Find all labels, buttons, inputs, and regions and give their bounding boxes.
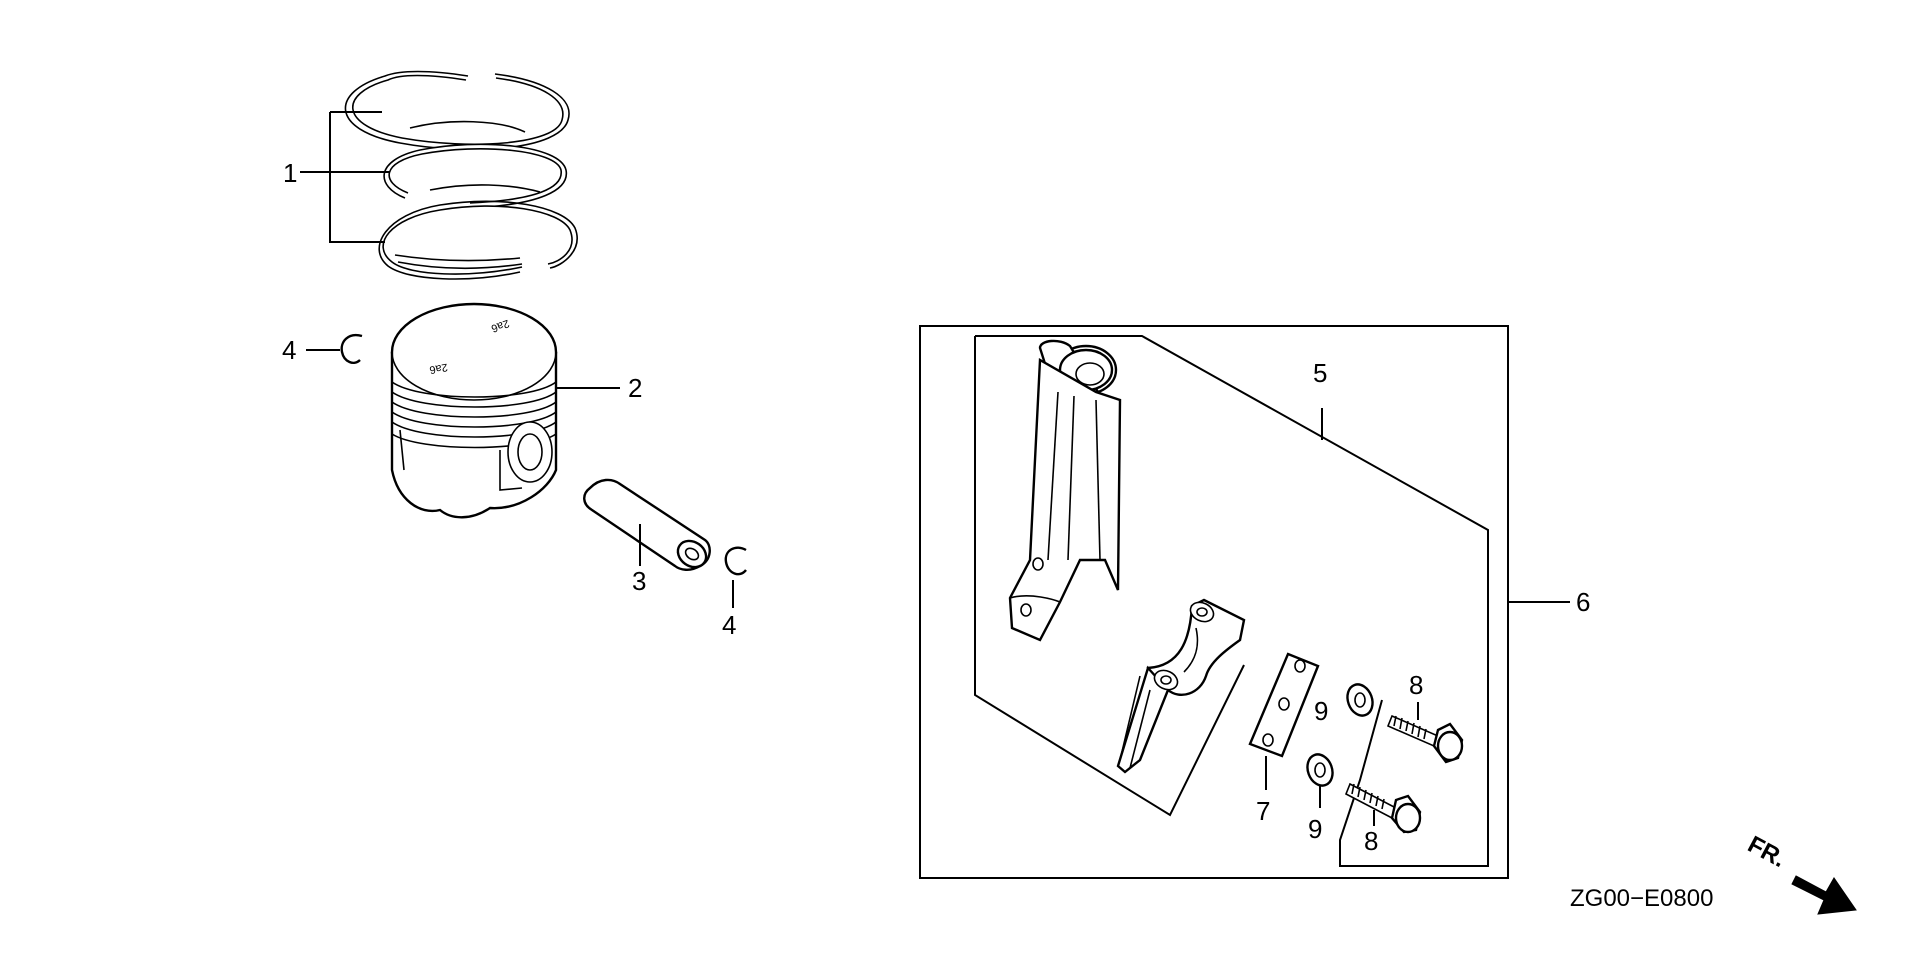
callout-4-left: 4 — [282, 335, 296, 365]
callout-7: 7 — [1256, 796, 1270, 826]
connecting-rod-bolt-upper — [1386, 714, 1464, 764]
piston-ring-set — [344, 70, 578, 280]
callout-9-upper: 9 — [1314, 696, 1328, 726]
washer-upper — [1346, 683, 1374, 717]
connecting-rod-assembly-frame — [919, 325, 1570, 879]
piston-ring-middle — [383, 143, 568, 209]
callout-3: 3 — [632, 566, 646, 596]
leader-lines-left — [300, 111, 734, 608]
callout-2: 2 — [628, 373, 642, 403]
piston-pin-clip-right — [724, 546, 747, 576]
callout-1: 1 — [283, 158, 297, 188]
piston-marking-a: 2a6 — [428, 361, 448, 376]
callout-9-lower: 9 — [1308, 814, 1322, 844]
callout-5: 5 — [1313, 358, 1327, 388]
front-direction-label: FR. — [1743, 831, 1790, 873]
front-direction-indicator: FR. — [1743, 831, 1857, 915]
diagram-code: ZG00−E0800 — [1570, 885, 1713, 912]
piston-marking-b: 2a6 — [490, 317, 511, 335]
piston-ring-top — [344, 70, 570, 151]
washer-lower — [1306, 753, 1334, 787]
connecting-rod-bolt-lower — [1344, 782, 1422, 834]
connecting-rod — [1008, 339, 1122, 642]
piston: 2a6 2a6 — [390, 302, 558, 519]
callout-8-upper: 8 — [1409, 670, 1423, 700]
front-direction-arrow-icon — [1791, 875, 1857, 915]
connecting-rod-cap — [1116, 598, 1246, 774]
callout-8-lower: 8 — [1364, 826, 1378, 856]
piston-pin-clip-left — [340, 333, 363, 364]
callout-4-right: 4 — [722, 610, 736, 640]
piston-pin — [583, 478, 711, 571]
lock-plate — [1248, 652, 1320, 790]
callout-6: 6 — [1576, 587, 1590, 617]
piston-ring-oil — [378, 200, 578, 280]
